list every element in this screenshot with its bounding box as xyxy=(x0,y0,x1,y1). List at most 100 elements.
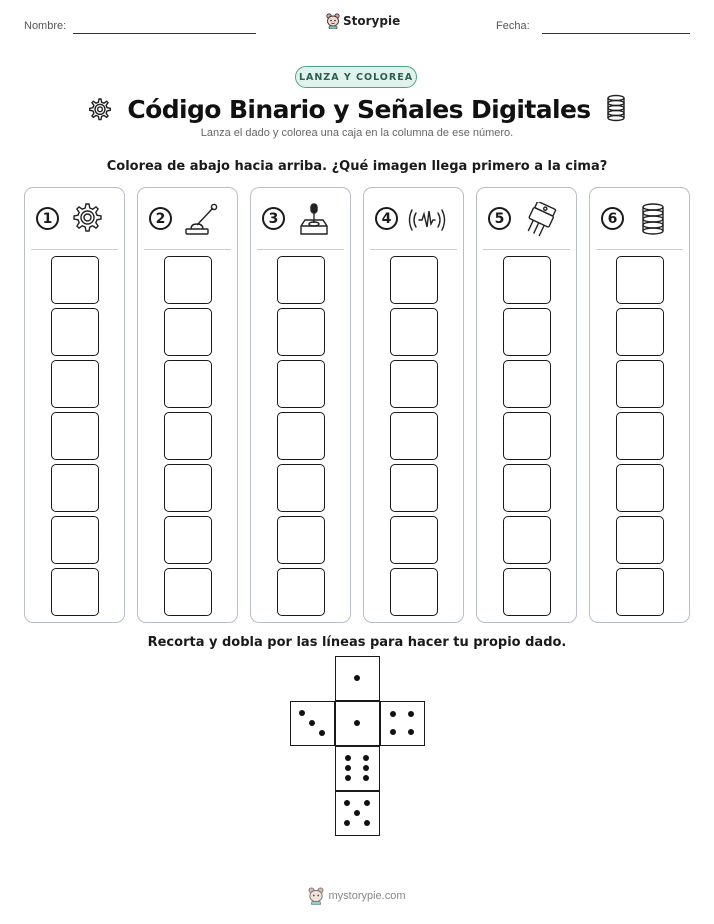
pip xyxy=(363,775,369,781)
column-1: 1 xyxy=(24,187,125,623)
pip xyxy=(345,775,351,781)
color-box[interactable] xyxy=(390,256,438,304)
color-box[interactable] xyxy=(503,308,551,356)
pip xyxy=(299,710,305,716)
header-row: Nombre: Fecha: xyxy=(0,14,714,38)
color-box[interactable] xyxy=(51,360,99,408)
title-row: Código Binario y Señales Digitales xyxy=(0,92,714,126)
joystick-icon xyxy=(300,203,328,235)
column-header: 5 xyxy=(477,202,576,238)
name-line[interactable] xyxy=(73,33,256,34)
column-number: 1 xyxy=(36,207,59,230)
column-header: 4 xyxy=(364,202,463,238)
pip xyxy=(354,675,360,681)
color-box[interactable] xyxy=(51,568,99,616)
date-label: Fecha: xyxy=(496,20,530,32)
color-box[interactable] xyxy=(503,516,551,564)
color-box[interactable] xyxy=(277,412,325,460)
date-line[interactable] xyxy=(542,33,690,34)
pip xyxy=(354,810,360,816)
dice-face-6[interactable] xyxy=(335,746,380,791)
color-box[interactable] xyxy=(164,360,212,408)
color-box[interactable] xyxy=(390,568,438,616)
color-box[interactable] xyxy=(277,516,325,564)
dice-face-5[interactable] xyxy=(335,791,380,836)
race-columns: 1 2 xyxy=(24,187,690,623)
pip xyxy=(345,765,351,771)
color-box[interactable] xyxy=(616,568,664,616)
spring-icon xyxy=(642,203,664,235)
brand-name: Storypie xyxy=(343,14,401,28)
dice-face-1-center[interactable] xyxy=(335,701,380,746)
color-box[interactable] xyxy=(164,464,212,512)
color-box[interactable] xyxy=(277,360,325,408)
pip xyxy=(408,729,414,735)
dice-face-1[interactable] xyxy=(335,656,380,701)
color-box[interactable] xyxy=(616,412,664,460)
pip xyxy=(319,730,325,736)
column-divider xyxy=(596,249,683,250)
column-number: 5 xyxy=(488,207,511,230)
color-box[interactable] xyxy=(616,516,664,564)
color-box[interactable] xyxy=(51,308,99,356)
pip xyxy=(390,711,396,717)
column-3: 3 xyxy=(250,187,351,623)
color-box[interactable] xyxy=(390,464,438,512)
pip xyxy=(354,720,360,726)
color-box[interactable] xyxy=(503,256,551,304)
pip xyxy=(363,765,369,771)
column-number: 6 xyxy=(601,207,624,230)
color-box[interactable] xyxy=(51,412,99,460)
color-box[interactable] xyxy=(277,308,325,356)
lever-switch-icon xyxy=(185,203,218,235)
color-box[interactable] xyxy=(51,256,99,304)
color-box[interactable] xyxy=(277,464,325,512)
color-box[interactable] xyxy=(616,256,664,304)
color-box[interactable] xyxy=(616,308,664,356)
dice-face-3[interactable] xyxy=(290,701,335,746)
column-header: 1 xyxy=(25,202,124,238)
spring-icon xyxy=(606,94,625,122)
color-box[interactable] xyxy=(277,568,325,616)
color-box[interactable] xyxy=(164,412,212,460)
color-box[interactable] xyxy=(390,516,438,564)
pip xyxy=(345,755,351,761)
color-box[interactable] xyxy=(51,464,99,512)
color-box[interactable] xyxy=(164,256,212,304)
footer-url[interactable]: mystorypie.com xyxy=(328,890,406,902)
color-box[interactable] xyxy=(277,256,325,304)
column-number: 4 xyxy=(375,207,398,230)
column-4: 4 xyxy=(363,187,464,623)
dice-face-4[interactable] xyxy=(380,701,425,746)
name-label: Nombre: xyxy=(24,20,67,32)
color-box[interactable] xyxy=(164,308,212,356)
column-5: 5 xyxy=(476,187,577,623)
color-box[interactable] xyxy=(390,308,438,356)
color-box[interactable] xyxy=(503,360,551,408)
column-6: 6 xyxy=(589,187,690,623)
color-box[interactable] xyxy=(390,412,438,460)
pip xyxy=(344,800,350,806)
footer: mystorypie.com xyxy=(0,887,714,905)
gear-icon xyxy=(73,203,102,232)
transistor-icon xyxy=(527,202,557,237)
subtitle: Lanza el dado y colorea una caja en la c… xyxy=(200,127,514,139)
gear-icon xyxy=(89,98,112,121)
color-box[interactable] xyxy=(503,412,551,460)
color-box[interactable] xyxy=(503,568,551,616)
color-box[interactable] xyxy=(616,464,664,512)
column-divider xyxy=(144,249,231,250)
pip xyxy=(390,729,396,735)
color-box[interactable] xyxy=(164,516,212,564)
signal-wave-icon xyxy=(408,209,446,231)
color-instruction: Colorea de abajo hacia arriba. ¿Qué imag… xyxy=(106,159,608,174)
storypie-mascot-icon xyxy=(309,887,324,905)
column-divider xyxy=(370,249,457,250)
color-box[interactable] xyxy=(616,360,664,408)
column-divider xyxy=(483,249,570,250)
color-box[interactable] xyxy=(503,464,551,512)
color-box[interactable] xyxy=(164,568,212,616)
color-box[interactable] xyxy=(390,360,438,408)
color-box[interactable] xyxy=(51,516,99,564)
